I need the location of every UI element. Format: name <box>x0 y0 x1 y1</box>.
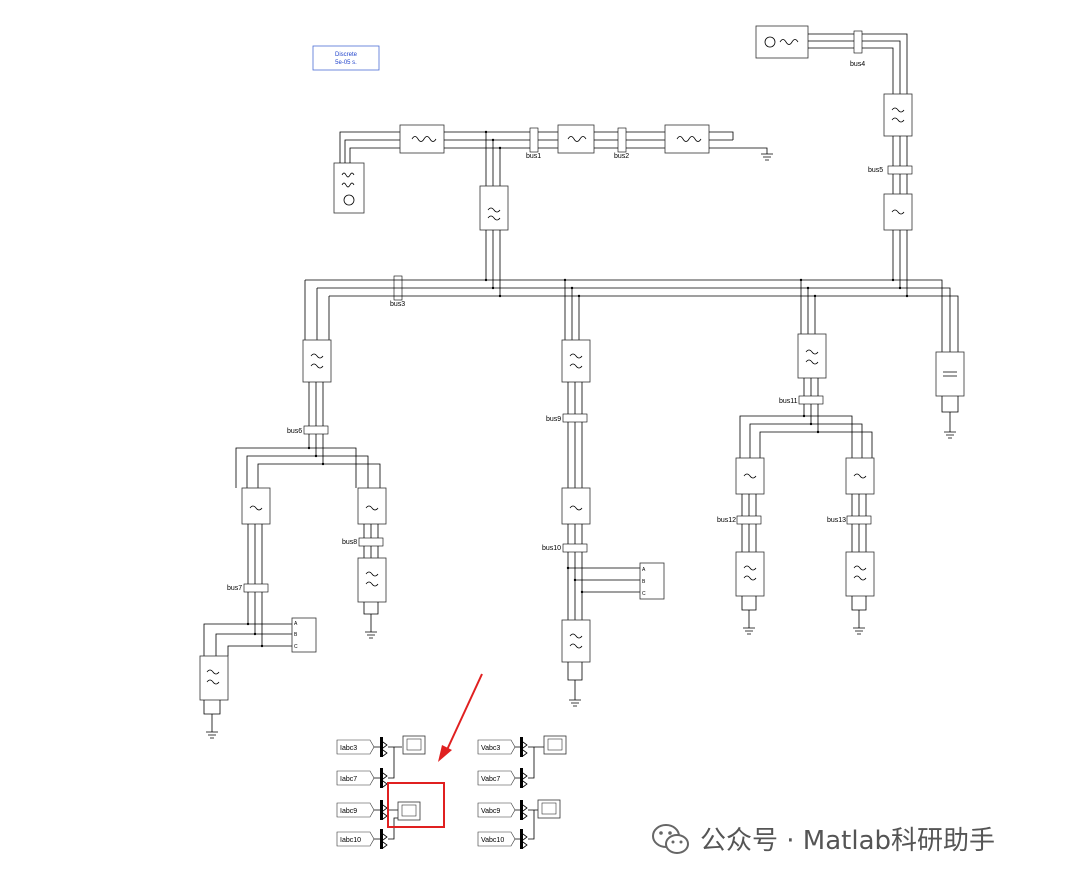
bus10[interactable]: bus10 <box>542 543 588 553</box>
bus8-label: bus8 <box>342 539 357 546</box>
powergui-ts: 5e-05 s. <box>335 60 357 66</box>
transformer-bus11-bus13[interactable] <box>845 457 875 495</box>
bus4-label: bus4 <box>850 61 865 68</box>
load-bus12[interactable] <box>735 551 765 597</box>
svg-text:B: B <box>294 632 298 638</box>
transformer-bus3-bus9[interactable] <box>561 339 591 383</box>
top-feeder: bus1 bus2 <box>333 124 773 296</box>
current-from-blocks: Iabc3 Iabc7 Iabc9 Iabc10 <box>336 735 426 849</box>
svg-text:Iabc7: Iabc7 <box>340 776 357 783</box>
svg-text:Iabc9: Iabc9 <box>340 808 357 815</box>
transformer-bus3-bus11[interactable] <box>797 333 827 379</box>
bus2-label: bus2 <box>614 153 629 160</box>
bus11[interactable]: bus11 <box>779 395 824 405</box>
svg-text:Vabc7: Vabc7 <box>481 776 500 783</box>
transformer-bus3-bus6[interactable] <box>302 339 332 383</box>
load-bus10[interactable] <box>561 619 591 663</box>
svg-text:Iabc3: Iabc3 <box>340 745 357 752</box>
bus6[interactable]: bus6 <box>287 425 329 435</box>
bus11-label: bus11 <box>779 398 798 405</box>
bus5-label: bus5 <box>868 167 883 174</box>
transformer-top-left[interactable] <box>399 124 445 154</box>
watermark: 公众号 · Matlab科研助手 <box>700 826 996 856</box>
transformer-bus1-bus3[interactable] <box>479 185 509 231</box>
three-phase-source-left[interactable] <box>333 162 365 214</box>
line-bus1-bus2[interactable] <box>557 124 595 154</box>
highlight-box <box>387 782 445 828</box>
scope-current-1[interactable] <box>402 735 426 755</box>
bus3-lines: bus3 <box>304 275 959 352</box>
from-vabc10[interactable]: Vabc10 <box>477 831 516 847</box>
bus8[interactable]: bus8 <box>342 537 384 547</box>
from-iabc9[interactable]: Iabc9 <box>336 802 375 818</box>
red-arrow <box>438 673 483 762</box>
bus4[interactable]: bus4 <box>850 30 865 68</box>
bus12-label: bus12 <box>717 517 736 524</box>
measurement-block-bus7[interactable]: A B C <box>291 617 317 653</box>
bus3-label: bus3 <box>390 301 405 308</box>
from-vabc7[interactable]: Vabc7 <box>477 770 516 786</box>
bus10-label: bus10 <box>542 545 561 552</box>
bus1[interactable]: bus1 <box>526 127 541 160</box>
bus13[interactable]: bus13 <box>827 515 872 525</box>
scope-current-2[interactable] <box>397 801 421 821</box>
measurement-block-bus10[interactable]: A B C <box>639 562 665 600</box>
svg-text:Vabc9: Vabc9 <box>481 808 500 815</box>
bus5[interactable]: bus5 <box>868 165 913 175</box>
load-bus7[interactable] <box>199 655 229 701</box>
svg-text:B: B <box>642 579 646 585</box>
from-iabc10[interactable]: Iabc10 <box>336 831 375 847</box>
load-bus2[interactable] <box>664 124 710 154</box>
load-bus8[interactable] <box>357 557 387 603</box>
transformer-bus5-bus3[interactable] <box>883 193 913 231</box>
transformer-bus4-bus5[interactable] <box>883 93 913 137</box>
powergui-block[interactable]: Discrete 5e-05 s. <box>312 45 380 71</box>
svg-text:C: C <box>642 591 646 597</box>
scope-voltage-2[interactable] <box>537 799 561 819</box>
bus1-label: bus1 <box>526 153 541 160</box>
wechat-icon <box>652 824 689 854</box>
line-bus6-bus7[interactable] <box>241 487 271 525</box>
bus12[interactable]: bus12 <box>717 515 762 525</box>
from-vabc9[interactable]: Vabc9 <box>477 802 516 818</box>
bus9[interactable]: bus9 <box>546 413 588 423</box>
bus7-label: bus7 <box>227 585 242 592</box>
left-branch: bus6 bus7 A B C <box>199 339 387 739</box>
bus2[interactable]: bus2 <box>614 127 629 160</box>
bus7[interactable]: bus7 <box>227 583 269 593</box>
from-vabc3[interactable]: Vabc3 <box>477 739 516 755</box>
line-bus6-bus8[interactable] <box>357 487 387 525</box>
capacitor-bank[interactable] <box>935 351 965 397</box>
svg-text:A: A <box>642 567 646 573</box>
transformer-bus11-bus12[interactable] <box>735 457 765 495</box>
from-iabc7[interactable]: Iabc7 <box>336 770 375 786</box>
voltage-from-blocks: Vabc3 Vabc7 Vabc9 Vabc10 <box>477 735 567 849</box>
powergui-mode: Discrete <box>335 52 358 58</box>
bus6-label: bus6 <box>287 428 302 435</box>
bus13-label: bus13 <box>827 517 846 524</box>
svg-text:C: C <box>294 644 298 650</box>
svg-text:Iabc10: Iabc10 <box>340 837 361 844</box>
bus9-label: bus9 <box>546 416 561 423</box>
load-bus13[interactable] <box>845 551 875 597</box>
svg-text:Vabc3: Vabc3 <box>481 745 500 752</box>
right-branch: bus11 bus12 bus13 <box>717 333 875 635</box>
three-phase-source-right[interactable] <box>755 25 809 59</box>
middle-branch: bus9 bus10 A B C <box>542 339 665 707</box>
scope-voltage-1[interactable] <box>543 735 567 755</box>
svg-text:A: A <box>294 621 298 627</box>
svg-text:Vabc10: Vabc10 <box>481 837 504 844</box>
from-iabc3[interactable]: Iabc3 <box>336 739 375 755</box>
source-bus4-branch: bus4 bus5 <box>755 25 913 296</box>
line-bus9-bus10[interactable] <box>561 487 591 525</box>
bus3[interactable]: bus3 <box>390 275 405 308</box>
